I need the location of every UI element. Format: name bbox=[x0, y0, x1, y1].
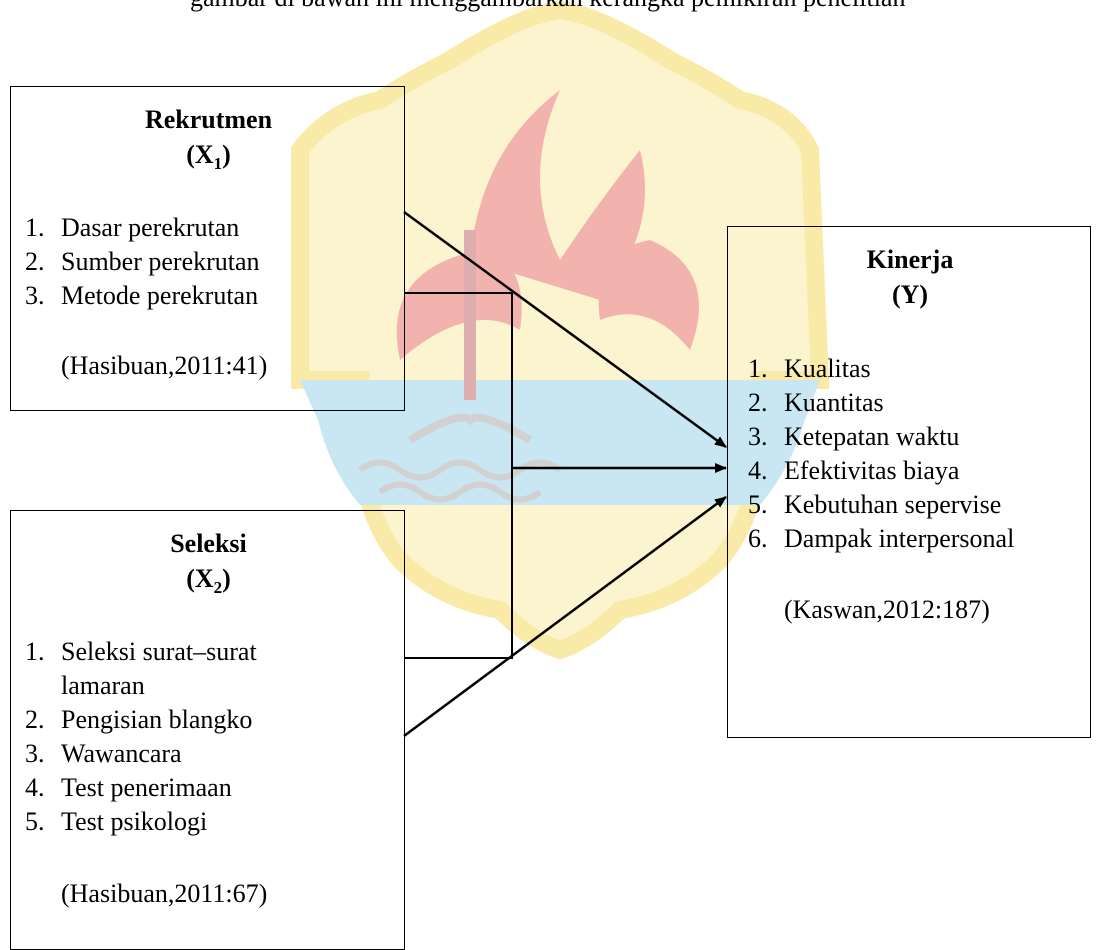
list-item: 5.Kebutuhan sepervise bbox=[748, 488, 1014, 522]
list-item: 5.Test psikologi bbox=[25, 805, 257, 839]
list-item: 2.Pengisian blangko bbox=[25, 703, 257, 737]
list-item: 4.Test penerimaan bbox=[25, 771, 257, 805]
citation: (Kaswan,2012:187) bbox=[784, 593, 990, 627]
list-item: 2.Sumber perekrutan bbox=[25, 245, 260, 279]
list-item: 1.Dasar perekrutan bbox=[25, 211, 260, 245]
box-title: Rekrutmen bbox=[11, 103, 406, 137]
variable-symbol: (X1) bbox=[11, 138, 406, 181]
list-item: 6.Dampak interpersonal bbox=[748, 522, 1014, 556]
list-item: 3.Metode perekrutan bbox=[25, 279, 260, 313]
list-item: 2.Kuantitas bbox=[748, 386, 1014, 420]
joint-bracket-line bbox=[404, 293, 512, 658]
indicator-list: 1.Seleksi surat–surat lamaran 2.Pengisia… bbox=[25, 635, 257, 839]
list-item: 4.Efektivitas biaya bbox=[748, 454, 1014, 488]
citation: (Hasibuan,2011:67) bbox=[61, 877, 267, 911]
indicator-list: 1.Kualitas 2.Kuantitas 3.Ketepatan waktu… bbox=[748, 352, 1014, 556]
arrow-x1-to-y bbox=[404, 212, 726, 447]
box-seleksi-x2: Seleksi (X2) 1.Seleksi surat–surat lamar… bbox=[10, 510, 405, 950]
variable-symbol: (X2) bbox=[11, 562, 406, 605]
variable-symbol: (Y) bbox=[728, 278, 1092, 312]
list-item: 1.Kualitas bbox=[748, 352, 1014, 386]
box-title: Seleksi bbox=[11, 527, 406, 561]
box-title: Kinerja bbox=[728, 243, 1092, 277]
citation: (Hasibuan,2011:41) bbox=[61, 349, 267, 383]
list-item: 3.Ketepatan waktu bbox=[748, 420, 1014, 454]
box-kinerja-y: Kinerja (Y) 1.Kualitas 2.Kuantitas 3.Ket… bbox=[727, 226, 1091, 738]
list-item: 1.Seleksi surat–surat lamaran bbox=[25, 635, 257, 703]
list-item: 3.Wawancara bbox=[25, 737, 257, 771]
arrow-x2-to-y bbox=[404, 497, 726, 736]
heading-fragment: gambar di bawah ini menggambarkan kerang… bbox=[190, 0, 910, 18]
indicator-list: 1.Dasar perekrutan 2.Sumber perekrutan 3… bbox=[25, 211, 260, 313]
box-rekrutmen-x1: Rekrutmen (X1) 1.Dasar perekrutan 2.Sumb… bbox=[10, 86, 405, 411]
